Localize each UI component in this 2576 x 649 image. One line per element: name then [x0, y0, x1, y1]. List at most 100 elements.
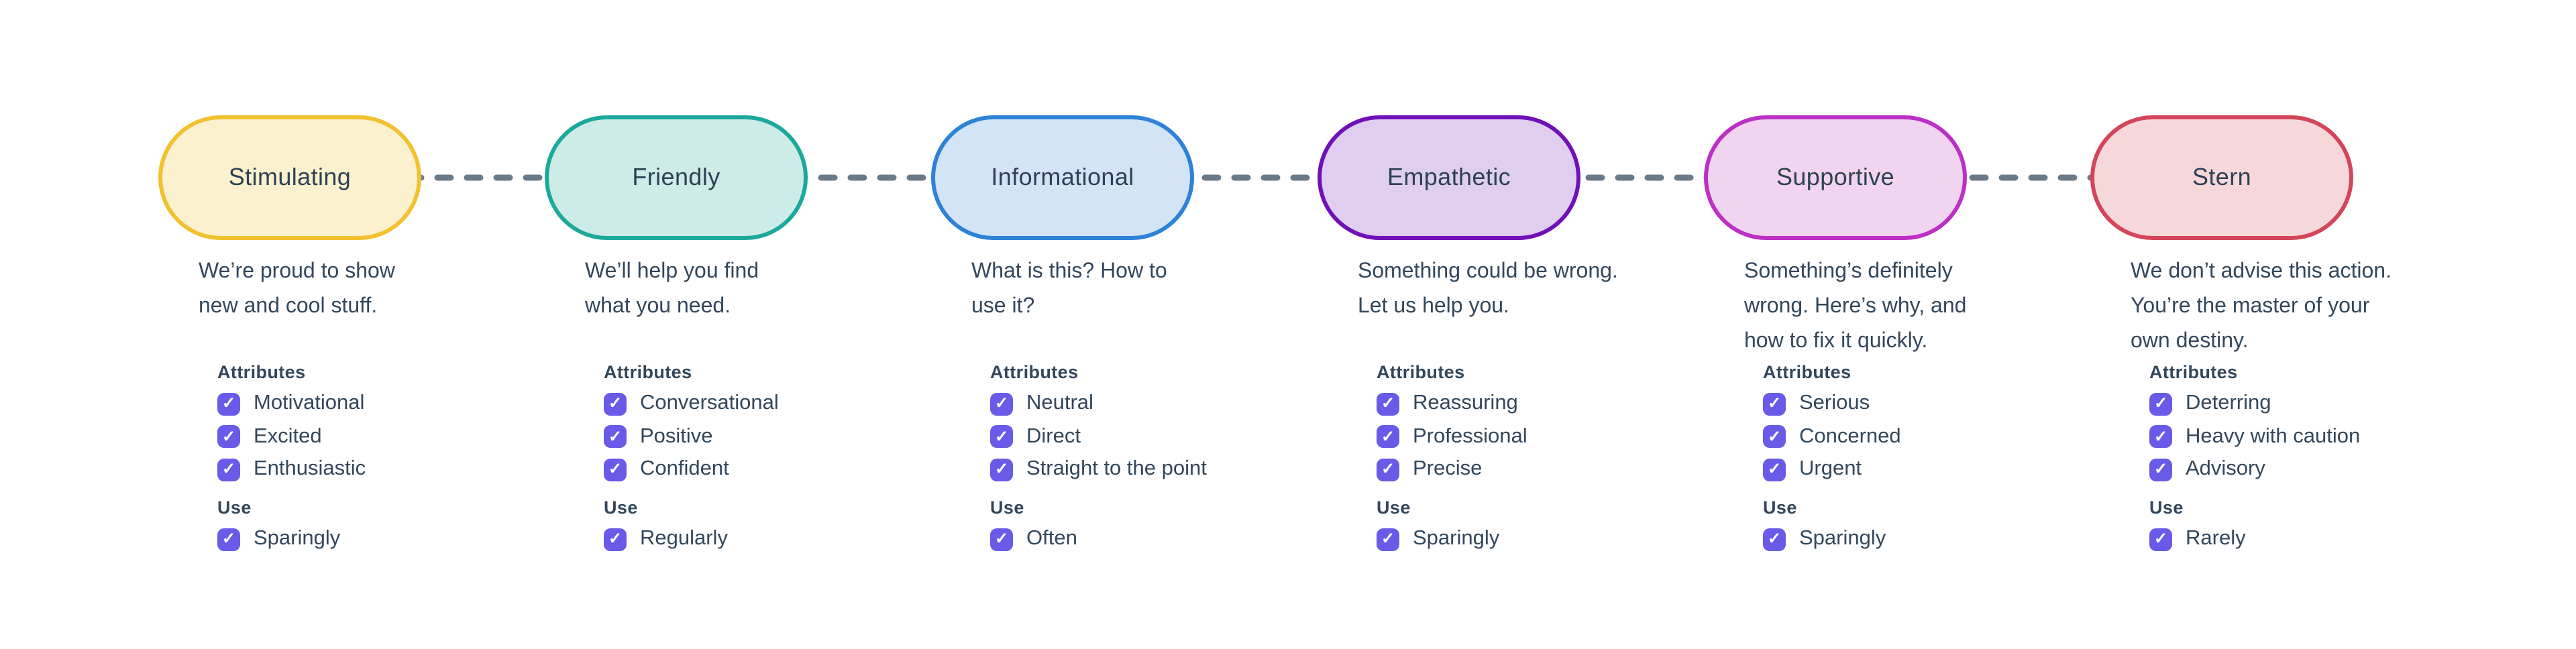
attributes-heading: Attributes [1763, 362, 1851, 382]
attribute-label: Serious [1799, 392, 1870, 414]
attribute-checkbox[interactable]: ✓ [217, 425, 240, 448]
tone-pill-label: Stimulating [228, 164, 352, 190]
check-icon: ✓ [2153, 459, 2168, 478]
use-row: ✓ Sparingly [1377, 526, 1699, 552]
use-row: ✓ Often [990, 526, 1312, 552]
use-label: Sparingly [254, 527, 341, 550]
check-icon: ✓ [2153, 426, 2168, 445]
attribute-checkbox[interactable]: ✓ [2149, 392, 2172, 415]
tone-description: What is this? How to use it? [971, 260, 1167, 318]
attribute-label: Direct [1026, 424, 1081, 447]
attributes-heading: Attributes [2149, 362, 2238, 382]
use-checkbox[interactable]: ✓ [604, 528, 627, 550]
attribute-row: ✓ Excited [217, 423, 539, 450]
tone-pill-label: Stern [2192, 164, 2252, 190]
use-heading: Use [2149, 497, 2184, 518]
use-checkbox[interactable]: ✓ [217, 528, 240, 550]
attribute-checkbox[interactable]: ✓ [1763, 392, 1786, 415]
use-section: Use ✓ Often [990, 497, 1312, 558]
attribute-checkbox[interactable]: ✓ [1377, 425, 1399, 448]
tone-column-stern: Stern We don’t advise this action. You’r… [2090, 0, 2477, 649]
attribute-label: Positive [640, 424, 713, 447]
use-heading: Use [1763, 497, 1797, 518]
attribute-checkbox[interactable]: ✓ [990, 458, 1013, 481]
attributes-section: Attributes ✓ Serious ✓ Concerned ✓ Urgen… [1763, 362, 2085, 489]
check-icon: ✓ [1767, 529, 1782, 548]
tone-column-empathetic: Empathetic Something could be wrong. Let… [1318, 0, 1704, 649]
tone-column-informational: Informational What is this? How to use i… [931, 0, 1318, 649]
attribute-label: Precise [1413, 457, 1483, 480]
use-checkbox[interactable]: ✓ [1377, 528, 1399, 550]
attribute-checkbox[interactable]: ✓ [990, 425, 1013, 448]
attribute-checkbox[interactable]: ✓ [1377, 392, 1399, 415]
attribute-row: ✓ Serious [1763, 390, 2085, 417]
check-icon: ✓ [221, 394, 236, 412]
check-icon: ✓ [994, 529, 1009, 548]
tone-pill-label: Empathetic [1387, 164, 1511, 190]
check-icon: ✓ [994, 426, 1009, 445]
attributes-section: Attributes ✓ Conversational ✓ Positive ✓… [604, 362, 926, 489]
attribute-checkbox[interactable]: ✓ [1377, 458, 1399, 481]
attributes-heading: Attributes [990, 362, 1079, 382]
tone-pill-stimulating: Stimulating [158, 115, 421, 240]
use-row: ✓ Regularly [604, 526, 926, 552]
attribute-label: Deterring [2186, 392, 2271, 414]
attribute-checkbox[interactable]: ✓ [1763, 458, 1786, 481]
attribute-checkbox[interactable]: ✓ [2149, 425, 2172, 448]
attribute-label: Urgent [1799, 457, 1862, 480]
use-checkbox[interactable]: ✓ [2149, 528, 2172, 550]
attributes-heading: Attributes [217, 362, 306, 382]
attributes-heading: Attributes [1377, 362, 1465, 382]
check-icon: ✓ [608, 459, 623, 478]
attribute-label: Professional [1413, 424, 1527, 447]
check-icon: ✓ [1767, 426, 1782, 445]
attribute-row: ✓ Reassuring [1377, 390, 1699, 417]
attribute-label: Advisory [2186, 457, 2265, 480]
attribute-label: Enthusiastic [254, 457, 366, 480]
attribute-checkbox[interactable]: ✓ [1763, 425, 1786, 448]
tone-pill-label: Friendly [632, 164, 720, 190]
use-heading: Use [217, 497, 252, 518]
tone-pill-label: Supportive [1776, 164, 1895, 190]
tone-description: Something could be wrong. Let us help yo… [1358, 260, 1618, 318]
check-icon: ✓ [221, 459, 236, 478]
check-icon: ✓ [2153, 394, 2168, 412]
attribute-row: ✓ Neutral [990, 390, 1312, 417]
use-label: Rarely [2186, 527, 2246, 550]
attribute-checkbox[interactable]: ✓ [217, 392, 240, 415]
attributes-section: Attributes ✓ Motivational ✓ Excited ✓ En… [217, 362, 539, 489]
attribute-label: Neutral [1026, 392, 1093, 414]
attribute-checkbox[interactable]: ✓ [604, 392, 627, 415]
attribute-row: ✓ Urgent [1763, 456, 2085, 483]
attribute-checkbox[interactable]: ✓ [604, 458, 627, 481]
use-checkbox[interactable]: ✓ [990, 528, 1013, 550]
attribute-checkbox[interactable]: ✓ [990, 392, 1013, 415]
attributes-section: Attributes ✓ Neutral ✓ Direct ✓ Straight… [990, 362, 1312, 489]
use-label: Sparingly [1413, 527, 1500, 550]
use-section: Use ✓ Sparingly [1377, 497, 1699, 558]
attribute-row: ✓ Enthusiastic [217, 456, 539, 483]
use-section: Use ✓ Rarely [2149, 497, 2471, 558]
check-icon: ✓ [1767, 394, 1782, 412]
attribute-checkbox[interactable]: ✓ [604, 425, 627, 448]
attribute-label: Excited [254, 424, 322, 447]
use-heading: Use [990, 497, 1024, 518]
check-icon: ✓ [221, 426, 236, 445]
tone-column-supportive: Supportive Something’s definitely wrong.… [1704, 0, 2090, 649]
check-icon: ✓ [994, 394, 1009, 412]
attribute-row: ✓ Conversational [604, 390, 926, 417]
attribute-label: Heavy with caution [2186, 424, 2361, 447]
check-icon: ✓ [2153, 529, 2168, 548]
attribute-label: Reassuring [1413, 392, 1518, 414]
attribute-checkbox[interactable]: ✓ [217, 458, 240, 481]
attribute-row: ✓ Motivational [217, 390, 539, 417]
attribute-row: ✓ Concerned [1763, 423, 2085, 450]
tone-pill-friendly: Friendly [545, 115, 808, 240]
check-icon: ✓ [1381, 394, 1395, 412]
tone-column-stimulating: Stimulating We’re proud to show new and … [158, 0, 545, 649]
attribute-checkbox[interactable]: ✓ [2149, 458, 2172, 481]
use-row: ✓ Sparingly [1763, 526, 2085, 552]
use-checkbox[interactable]: ✓ [1763, 528, 1786, 550]
attribute-label: Straight to the point [1026, 457, 1207, 480]
